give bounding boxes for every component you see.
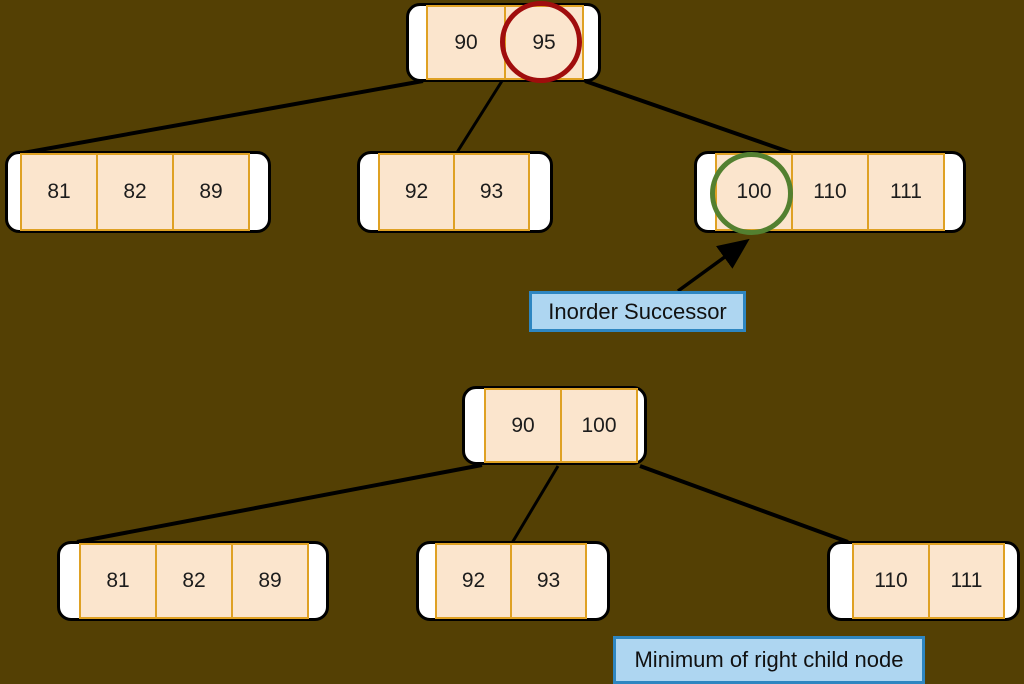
red-highlight-circle-key-95 bbox=[500, 1, 582, 83]
edge-bottom-root-to-left-child bbox=[76, 463, 483, 544]
key-cell: 82 bbox=[96, 153, 174, 231]
minimum-right-child-label: Minimum of right child node bbox=[613, 636, 925, 684]
green-highlight-circle-key-100 bbox=[710, 152, 793, 235]
key-cell: 82 bbox=[155, 543, 233, 619]
key-cell: 90 bbox=[426, 5, 506, 80]
key-cell: 81 bbox=[79, 543, 157, 619]
key-cell: 81 bbox=[20, 153, 98, 231]
key-cell: 92 bbox=[435, 543, 512, 619]
key-cell: 100 bbox=[560, 388, 638, 463]
key-cell: 92 bbox=[378, 153, 455, 231]
btree-bottom-root-node: 90 100 bbox=[462, 386, 647, 465]
key-cell: 110 bbox=[791, 153, 869, 231]
key-cell: 93 bbox=[453, 153, 530, 231]
edge-top-root-to-middle-child bbox=[454, 80, 504, 155]
edge-bottom-root-to-middle-child bbox=[510, 465, 560, 544]
key-cell: 111 bbox=[928, 543, 1005, 619]
inorder-successor-arrow bbox=[676, 238, 750, 293]
minimum-right-child-label-text: Minimum of right child node bbox=[634, 647, 904, 672]
btree-bottom-middle-child-node: 92 93 bbox=[416, 541, 610, 621]
edge-top-root-to-left-child bbox=[22, 79, 424, 155]
key-cell: 89 bbox=[172, 153, 250, 231]
edge-top-root-to-right-child bbox=[584, 79, 793, 155]
edge-bottom-root-to-right-child bbox=[639, 464, 849, 544]
inorder-successor-label-text: Inorder Successor bbox=[548, 298, 727, 324]
key-cell: 89 bbox=[231, 543, 309, 619]
btree-top-middle-child-node: 92 93 bbox=[357, 151, 553, 233]
key-cell: 111 bbox=[867, 153, 945, 231]
key-cell: 90 bbox=[484, 388, 562, 463]
key-cell: 93 bbox=[510, 543, 587, 619]
btree-bottom-left-child-node: 81 82 89 bbox=[57, 541, 329, 621]
inorder-successor-label: Inorder Successor bbox=[529, 291, 746, 332]
btree-bottom-right-child-node: 110 111 bbox=[827, 541, 1020, 621]
key-cell: 110 bbox=[852, 543, 930, 619]
btree-top-left-child-node: 81 82 89 bbox=[5, 151, 271, 233]
